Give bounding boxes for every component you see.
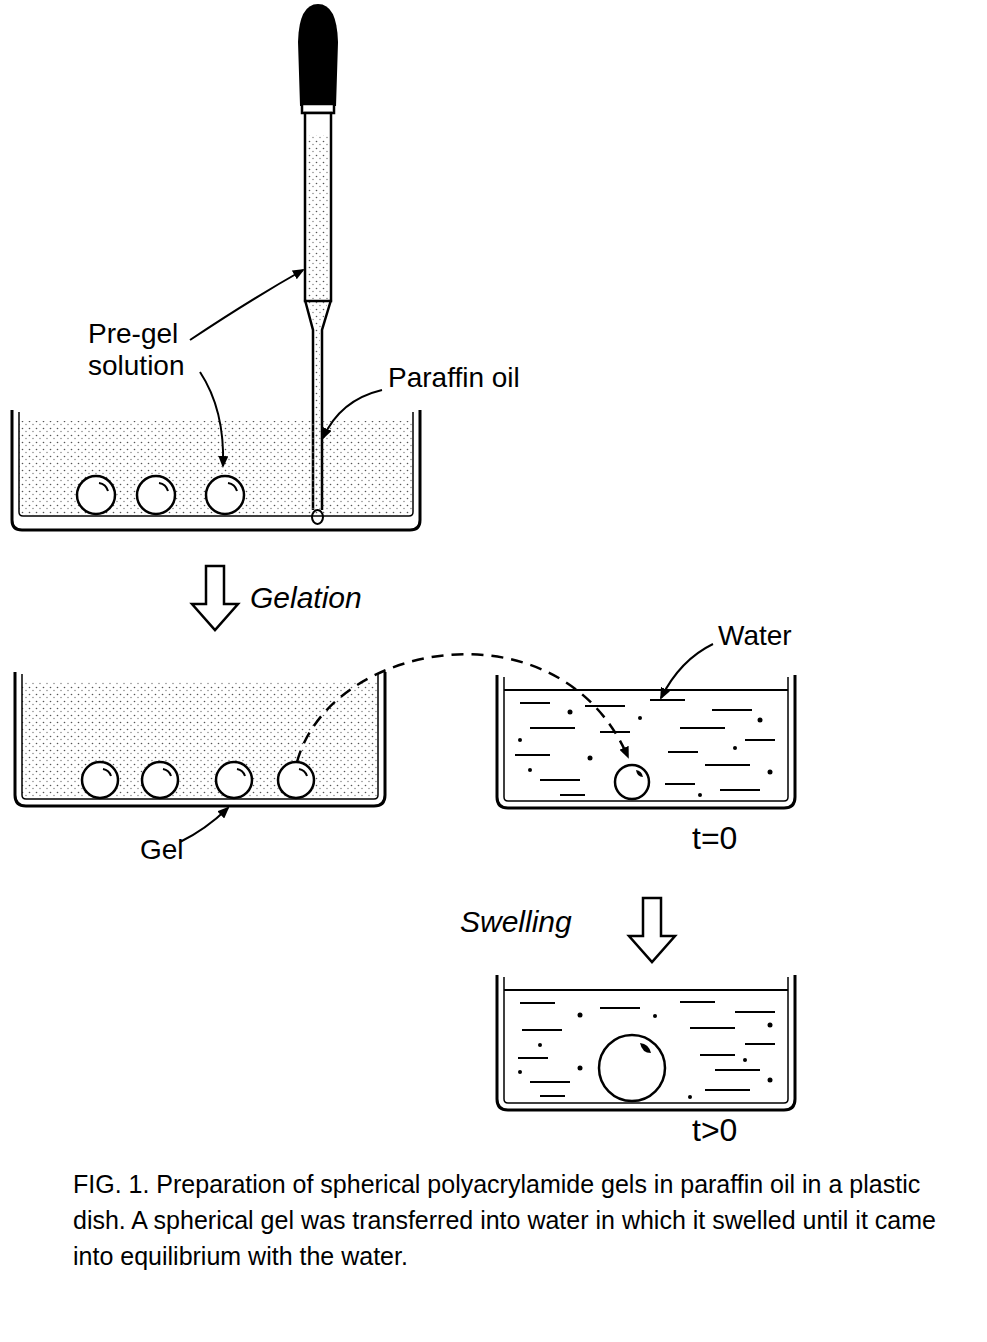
drawing-part [518,1070,522,1074]
drawing-part [216,762,252,798]
drawing-part [299,769,307,776]
drawing-part [305,113,331,301]
drawing-part [528,768,532,772]
oil-dish [12,410,420,530]
drawing-part [698,793,702,797]
step-label: Gelation [250,582,362,614]
callout-label: Gel [140,834,184,866]
water-dish [497,675,795,808]
drawing-part [504,989,788,991]
drawing-part [653,1014,657,1018]
drawing-part [237,769,245,776]
water-dish [497,975,795,1110]
drawing-part [768,1078,773,1083]
time-label: t=0 [692,820,737,856]
drawing-part [180,808,228,842]
drawing-part [768,1023,773,1028]
drawing-part [12,410,420,530]
drawing-part [302,104,334,113]
drawing-part [733,746,737,750]
drawing-part [159,483,168,491]
drawing-part [497,975,795,1110]
drawing-part [19,421,413,515]
drawing-part [15,672,385,806]
figure-caption: FIG. 1. Preparation of spherical polyacr… [73,1166,978,1274]
drawing-part [103,769,111,776]
hollow-arrow [629,898,675,962]
callout-label: Pre-gel solution [88,318,200,382]
drawing-part [22,682,378,798]
callout-label: Water [718,620,792,652]
drawing-part [578,1013,583,1018]
hollow-arrow [192,566,238,630]
drawing-part [142,762,178,798]
drawing-part [538,1043,542,1047]
drawing-part [19,412,413,516]
time-label: t>0 [692,1112,737,1148]
drawing-part [661,644,713,698]
drawing-part [568,710,573,715]
drawing-part [588,756,593,761]
drawing-part [22,674,378,799]
drawing-part [599,1035,665,1101]
drawing-part [615,765,649,799]
drawing-part [137,476,175,514]
drawing-part [638,716,642,720]
drawing-part [228,483,237,491]
gel-dish [15,672,385,806]
drawing-part [298,4,338,106]
drawing-part [518,738,522,742]
drawing-part [640,1043,651,1053]
drawing-part [278,762,314,798]
drawing-part [578,1066,583,1071]
drawing-part [163,769,171,776]
drawing-part [307,135,329,300]
drawing-part [99,483,108,491]
drawing-part [82,762,314,798]
drawing-part [77,476,115,514]
leader-lines [180,270,713,842]
drawing-part [504,677,788,801]
drawing-part [103,769,307,776]
callout-label: Paraffin oil [388,362,520,394]
transfer-path [297,654,628,762]
drawing-part [504,977,788,1103]
drawing-part [758,718,763,723]
drawing-part [323,390,382,438]
drawing-part [82,762,118,798]
drawing-part [77,476,244,514]
drawing-part [190,270,303,340]
drawing-part [206,476,244,514]
drawing-part [504,689,788,691]
drawing-part [497,675,795,808]
drawing-part [636,770,643,777]
drawing-part [743,1058,747,1062]
step-label: Swelling [460,906,572,938]
drawing-part [768,770,773,775]
drawing-part [200,372,223,466]
drawing-part [688,1095,692,1099]
drawing-part [99,483,237,491]
